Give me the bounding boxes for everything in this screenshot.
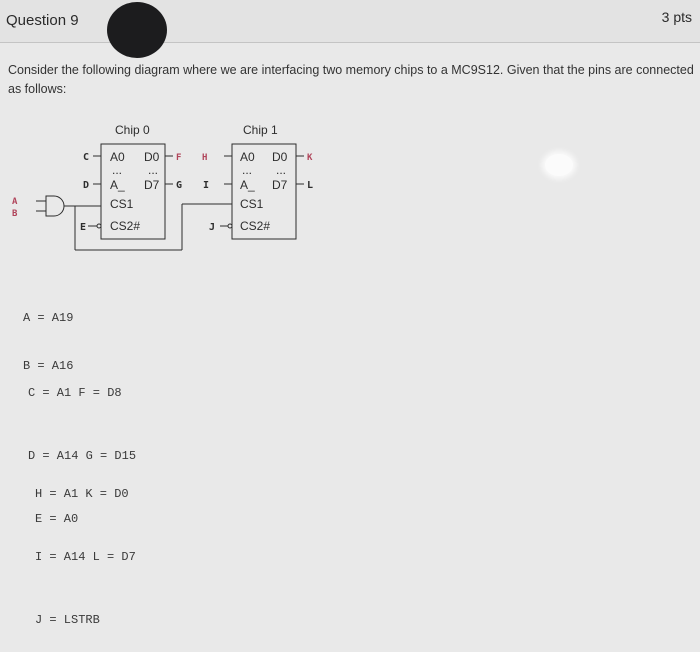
- label-h: H: [202, 153, 207, 163]
- chip1-pin-a0: A0: [240, 150, 255, 164]
- label-i: I: [203, 180, 209, 191]
- chip0-title: Chip 0: [115, 123, 150, 137]
- mapping-line: I = A14 L = D7: [35, 550, 136, 564]
- chip1-mapping: H = A1 K = D0 I = A14 L = D7 J = LSTRB: [35, 442, 136, 652]
- label-b: B: [12, 209, 18, 219]
- circuit-diagram: Chip 0 Chip 1 A0 D0 ... ... A_ D7 CS1 CS…: [12, 123, 313, 251]
- chip1-pin-d7: D7: [272, 178, 288, 192]
- label-a: A: [12, 197, 18, 207]
- chip0-pin-d7: D7: [144, 178, 160, 192]
- label-f: F: [176, 153, 181, 163]
- chip1-dots-right: ...: [276, 163, 286, 177]
- chip0-dots-left: ...: [112, 163, 122, 177]
- mapping-line: D = A14 G = D15: [28, 449, 137, 463]
- chip0-pin-stubs: [88, 155, 173, 229]
- chip0-pin-a0: A0: [110, 150, 125, 164]
- chip1-pin-stubs: [220, 155, 304, 229]
- mapping-line: J = LSTRB: [35, 613, 100, 627]
- chip0-pin-cs1: CS1: [110, 197, 134, 211]
- gate-mapping: A = A19 B = A16: [23, 278, 73, 390]
- chip0-dots-right: ...: [148, 163, 158, 177]
- chip0-pin-a: A_: [110, 178, 125, 192]
- chip1-box: [231, 143, 297, 240]
- mapping-line: H = A1 K = D0: [35, 487, 129, 501]
- cs1-wiring: [64, 203, 232, 251]
- question-points: 3 pts: [661, 9, 692, 25]
- chip1-pin-cs2: CS2#: [240, 219, 270, 233]
- obscured-region: [107, 2, 167, 58]
- chip0-box: [100, 143, 166, 240]
- question-prompt: Consider the following diagram where we …: [8, 63, 694, 96]
- light-glare: [545, 154, 573, 176]
- label-j: J: [209, 222, 215, 233]
- question-title: Question 9: [6, 12, 79, 29]
- label-d: D: [83, 180, 89, 191]
- chip1-pin-d0: D0: [272, 150, 288, 164]
- chip1-dots-left: ...: [242, 163, 252, 177]
- chip0-pin-cs2: CS2#: [110, 219, 140, 233]
- question-header: Question 9 3 pts: [0, 0, 700, 43]
- chip1-pin-cs1: CS1: [240, 197, 264, 211]
- label-l: L: [307, 180, 313, 191]
- mapping-line: A = A19: [23, 311, 74, 325]
- chip0-pin-d0: D0: [144, 150, 160, 164]
- label-g: G: [176, 180, 182, 191]
- and-gate: [36, 195, 65, 217]
- label-e: E: [80, 222, 86, 233]
- mapping-line: B = A16: [23, 359, 74, 373]
- chip1-pin-a: A_: [240, 178, 255, 192]
- label-k: K: [307, 153, 313, 163]
- chip1-title: Chip 1: [243, 123, 278, 137]
- mapping-line: C = A1 F = D8: [28, 386, 122, 400]
- label-c: C: [83, 152, 89, 163]
